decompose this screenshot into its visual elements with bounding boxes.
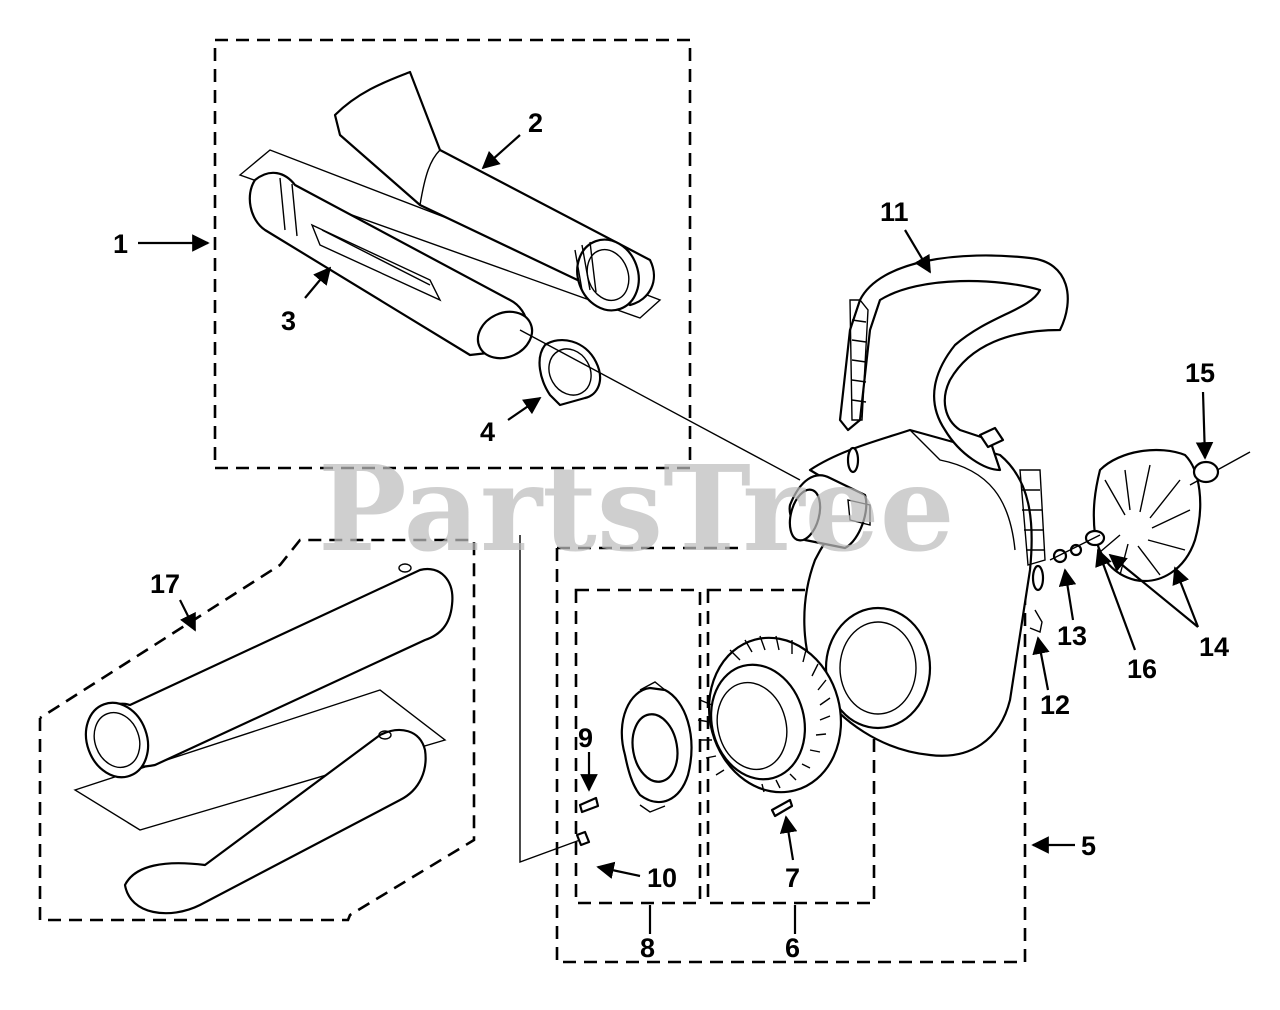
callout-5: 5 — [1081, 831, 1096, 861]
leader-arrows — [138, 134, 1214, 934]
shoulder-strap — [838, 254, 1069, 592]
blower-housing — [788, 428, 1033, 757]
nut-13a — [1052, 548, 1068, 564]
group-box-8 — [574, 588, 702, 905]
blower-tube-kit — [238, 70, 662, 407]
callout-7: 7 — [785, 863, 800, 893]
callout-11: 11 — [880, 197, 909, 227]
callout-12: 12 — [1040, 690, 1070, 720]
callout-2: 2 — [528, 108, 543, 138]
callout-15: 15 — [1185, 358, 1215, 388]
callout-4: 4 — [480, 417, 495, 447]
intake-plate — [620, 681, 693, 813]
clip-12 — [1029, 609, 1043, 633]
screw-10 — [575, 830, 591, 847]
callout-17: 17 — [150, 569, 180, 599]
callout-14: 14 — [1199, 632, 1229, 662]
group-box-1 — [213, 38, 692, 470]
callout-8: 8 — [640, 933, 655, 963]
group-box-17 — [38, 538, 476, 922]
extension-tube-set — [73, 563, 454, 915]
callout-6: 6 — [785, 933, 800, 963]
screw-7 — [770, 798, 794, 818]
intake-cover — [697, 635, 843, 794]
callout-9: 9 — [578, 723, 593, 753]
washer-15 — [1192, 460, 1220, 484]
callout-13: 13 — [1057, 621, 1087, 651]
watermark: PartsTree — [318, 439, 955, 578]
screw-9 — [578, 796, 600, 814]
callout-16: 16 — [1127, 654, 1157, 684]
callout-1: 1 — [113, 229, 128, 259]
callout-10: 10 — [647, 863, 677, 893]
assembly-leader-line — [519, 329, 801, 481]
group-box-6 — [706, 588, 876, 905]
callout-3: 3 — [281, 306, 296, 336]
hardware-parts — [575, 460, 1220, 847]
grille-leader-line — [519, 535, 581, 864]
